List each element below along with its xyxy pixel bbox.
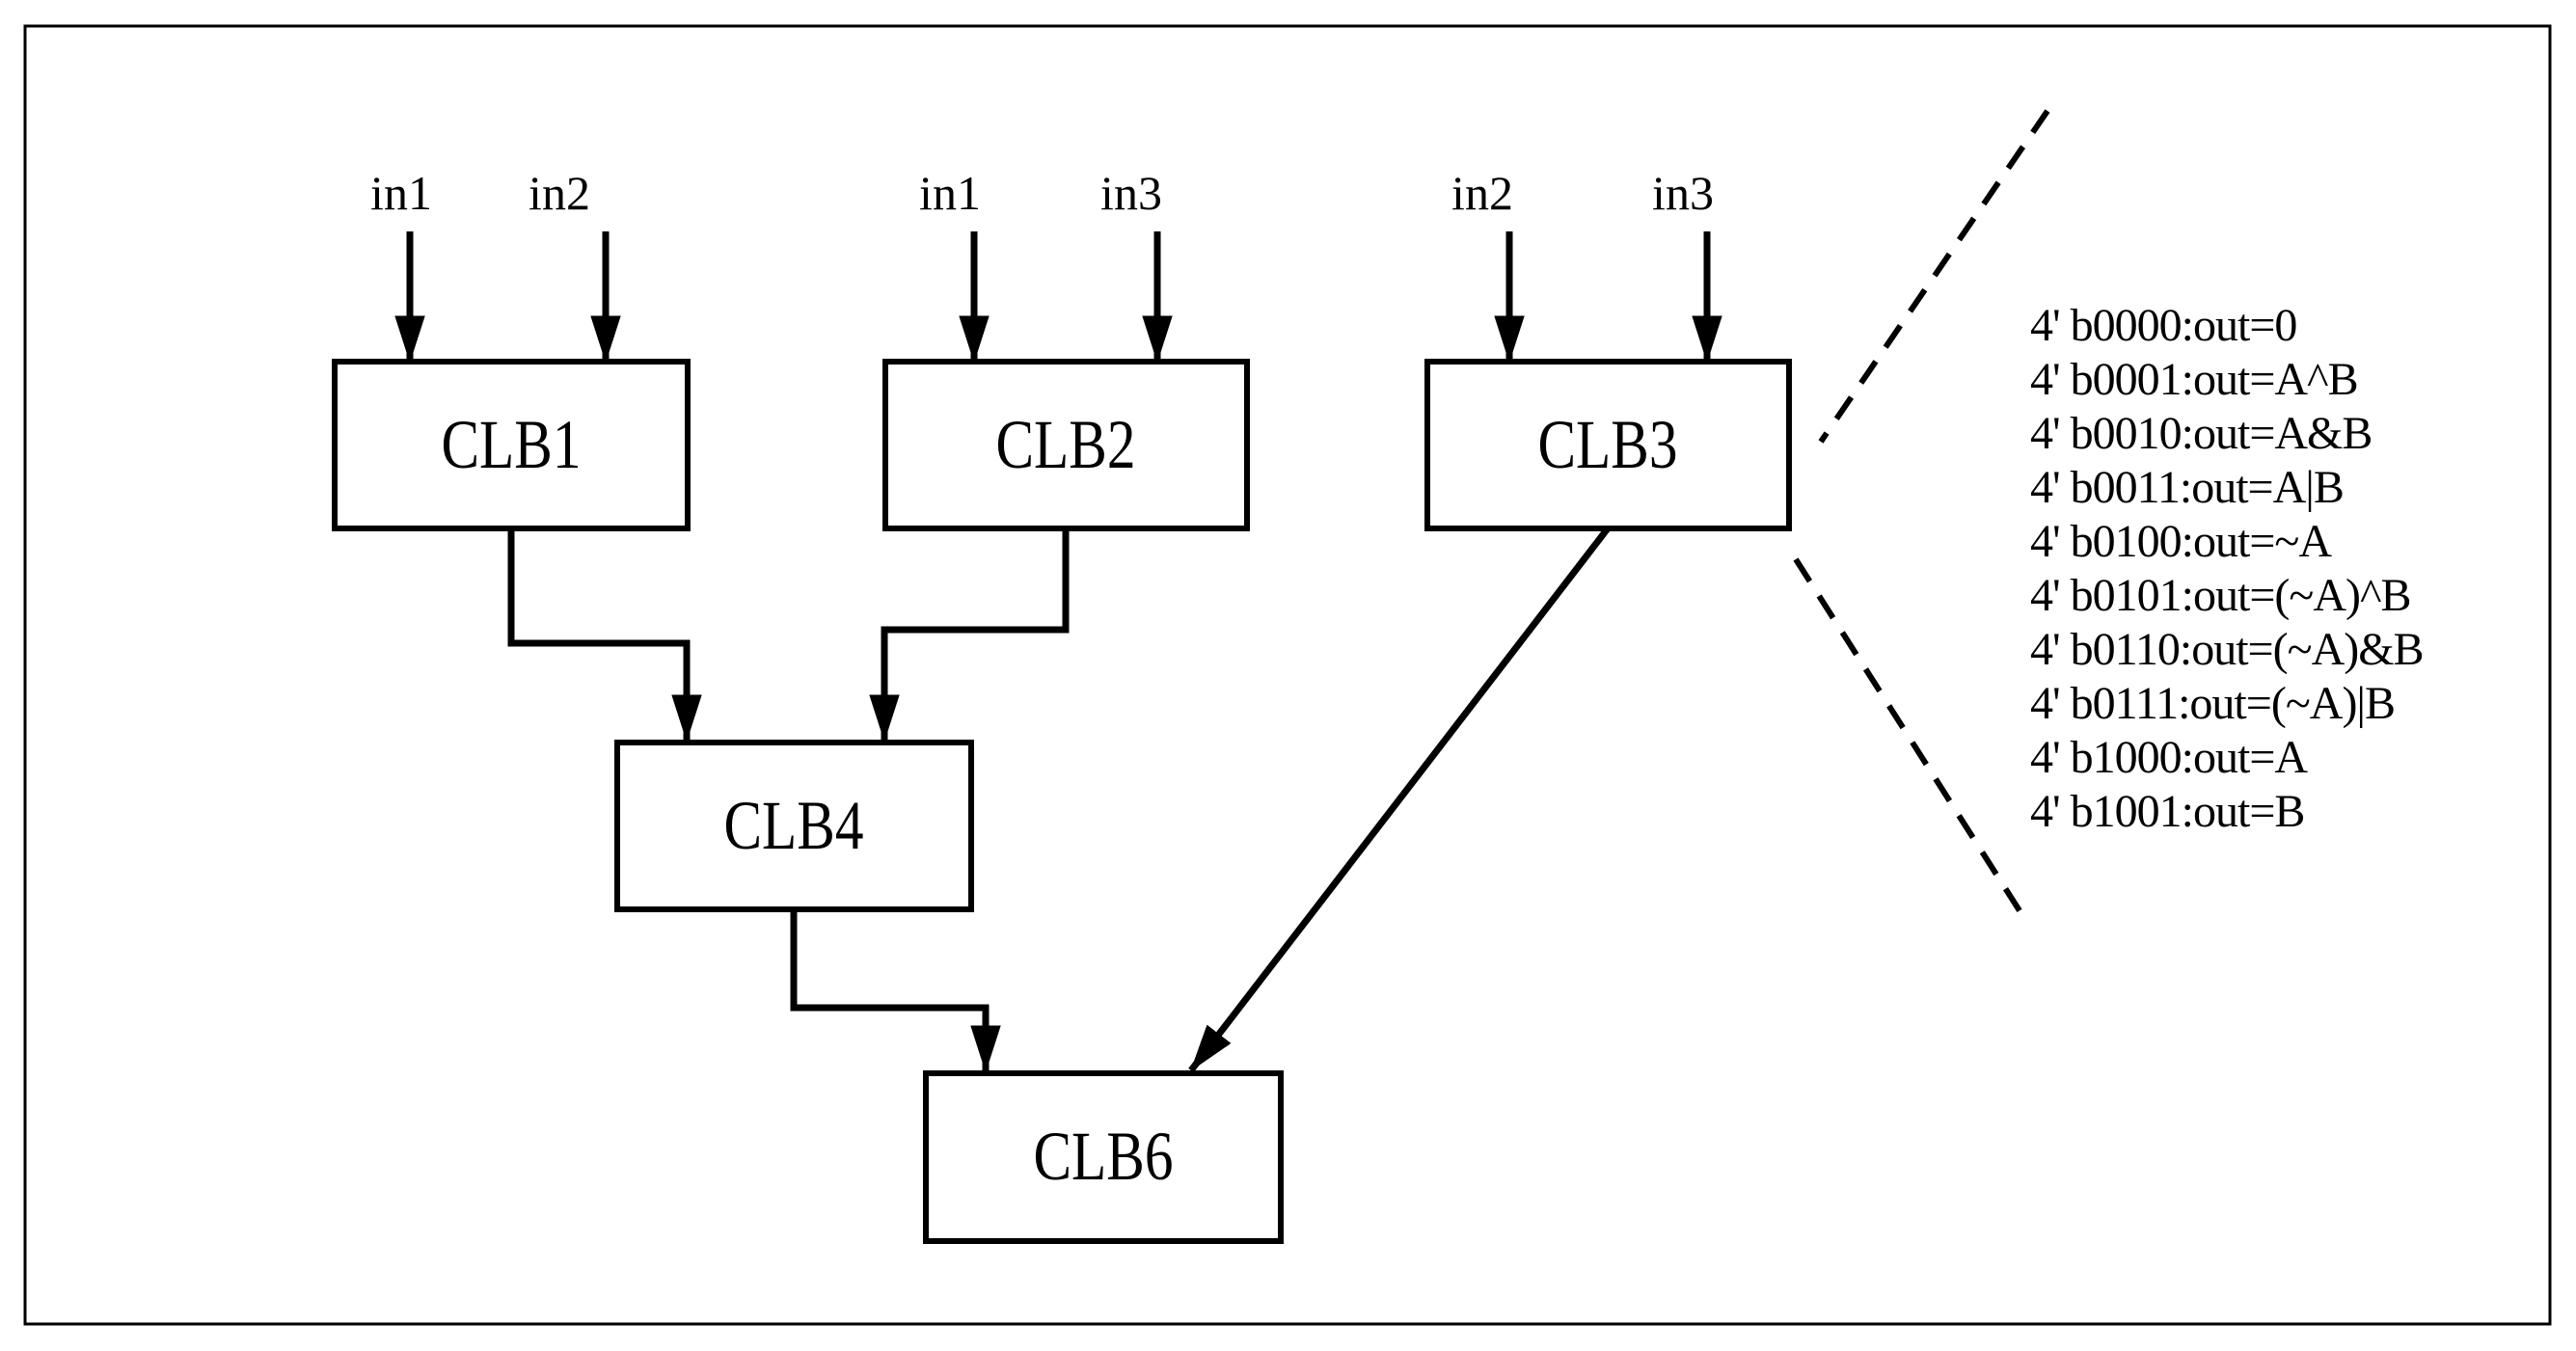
legend-line: 4' b0011:out=A|B [2030,462,2344,513]
clb1-block [332,359,691,531]
clb2-label: CLB2 [996,406,1136,483]
lut-legend: 4' b0000:out=0 4' b0001:out=A^B 4' b0010… [2030,300,2425,837]
input-label-clb2-in1: in1 [919,166,981,220]
legend-line: 4' b0110:out=(~A)&B [2030,624,2424,675]
input-label-clb2-in3: in3 [1100,166,1162,220]
clb6-block [923,1070,1284,1244]
legend-line: 4' b0100:out=~A [2030,516,2332,567]
clb3-label: CLB3 [1538,406,1678,483]
legend-line: 4' b1000:out=A [2030,732,2308,783]
input-label-clb3-in3: in3 [1652,166,1714,220]
legend-line: 4' b0001:out=A^B [2030,354,2358,405]
callout-dashed-line-upper [1818,109,2050,444]
diagram-frame [23,24,2552,1326]
input-label-clb1-in1: in1 [370,166,432,220]
callout-dashed-line-lower [1793,557,2030,925]
connector-clb1-to-clb4 [507,528,702,743]
legend-line: 4' b0101:out=(~A)^B [2030,570,2411,621]
legend-line: 4' b1001:out=B [2030,786,2304,837]
clb4-block [614,740,974,912]
clb1-label: CLB1 [442,406,582,483]
clb6-label: CLB6 [1034,1118,1174,1195]
clb4-label: CLB4 [724,787,864,864]
connector-clb3-to-clb6 [1188,526,1611,1073]
clb2-block [882,359,1250,531]
input-label-clb3-in2: in2 [1451,166,1513,220]
legend-line: 4' b0000:out=0 [2030,300,2296,351]
connector-clb4-to-clb6 [790,909,1001,1073]
input-label-clb1-in2: in2 [529,166,590,220]
legend-line: 4' b0111:out=(~A)|B [2030,678,2395,729]
clb3-block [1424,359,1792,531]
legend-line: 4' b0010:out=A&B [2030,408,2372,459]
connector-clb2-to-clb4 [869,528,1070,743]
